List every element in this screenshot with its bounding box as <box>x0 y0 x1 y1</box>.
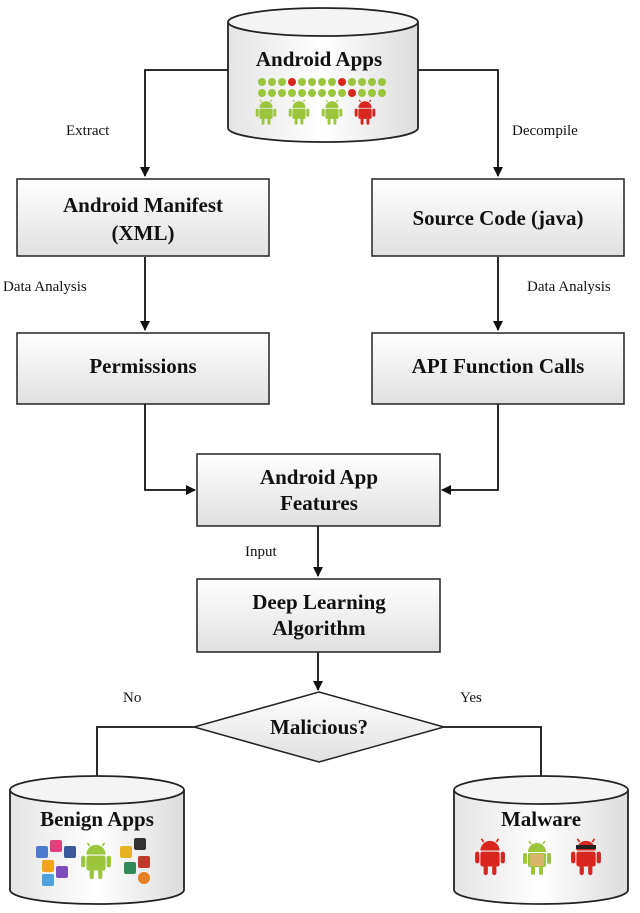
malware-database: Malware <box>453 775 629 905</box>
malware-title: Malware <box>501 807 581 831</box>
edge-no <box>92 726 194 789</box>
app-features-box: Android App Features <box>196 453 441 527</box>
android-apps-title: Android Apps <box>256 47 382 71</box>
social-app-icon <box>50 840 62 852</box>
android-manifest-line2: (XML) <box>112 221 175 245</box>
edge-yes <box>444 726 546 789</box>
store-app-icon <box>124 862 136 874</box>
game-app-icon <box>56 866 68 878</box>
chat-app-icon <box>134 838 146 850</box>
benign-apps-title: Benign Apps <box>40 807 154 831</box>
malicious-decision: Malicious? <box>191 691 447 763</box>
app-icons-cluster <box>36 838 150 886</box>
news-app-icon <box>138 856 150 868</box>
browser-app-icon <box>138 872 150 884</box>
edge-extract <box>140 69 228 177</box>
source-code-label: Source Code (java) <box>412 206 583 230</box>
android-manifest-line1: Android Manifest <box>63 193 223 217</box>
edge-permissions-features <box>144 404 196 495</box>
photo-app-icon <box>42 860 54 872</box>
permissions-label: Permissions <box>89 354 196 378</box>
infected-badge-icon <box>530 854 544 866</box>
malware-robots <box>474 837 602 876</box>
label-data-analysis-left: Data Analysis <box>3 279 87 295</box>
facebook-app-icon <box>64 846 76 858</box>
android-apps-database: Android Apps <box>227 7 419 143</box>
mask-icon <box>576 845 596 849</box>
permissions-box: Permissions <box>16 332 270 405</box>
app-features-line1: Android App <box>260 465 378 489</box>
app-features-line2: Features <box>280 491 358 515</box>
api-function-calls-label: API Function Calls <box>412 354 585 378</box>
edge-api-features <box>441 404 499 495</box>
deep-learning-box: Deep Learning Algorithm <box>196 578 441 653</box>
source-code-box: Source Code (java) <box>371 178 625 257</box>
label-data-analysis-right: Data Analysis <box>527 279 611 295</box>
label-input: Input <box>245 544 277 560</box>
label-extract: Extract <box>66 123 110 139</box>
edge-decompile <box>418 69 503 177</box>
label-decompile: Decompile <box>512 123 578 139</box>
app-dots-graphic <box>258 78 386 97</box>
label-no: No <box>123 690 141 706</box>
api-function-calls-box: API Function Calls <box>371 332 625 405</box>
label-yes: Yes <box>460 690 482 706</box>
malicious-decision-label: Malicious? <box>270 715 368 739</box>
calendar-app-icon <box>120 846 132 858</box>
deep-learning-line2: Algorithm <box>272 616 366 640</box>
benign-apps-database: Benign Apps <box>9 775 185 905</box>
android-manifest-box: Android Manifest (XML) <box>16 178 270 257</box>
deep-learning-line1: Deep Learning <box>252 590 386 614</box>
mail-app-icon <box>36 846 48 858</box>
twitter-app-icon <box>42 874 54 886</box>
